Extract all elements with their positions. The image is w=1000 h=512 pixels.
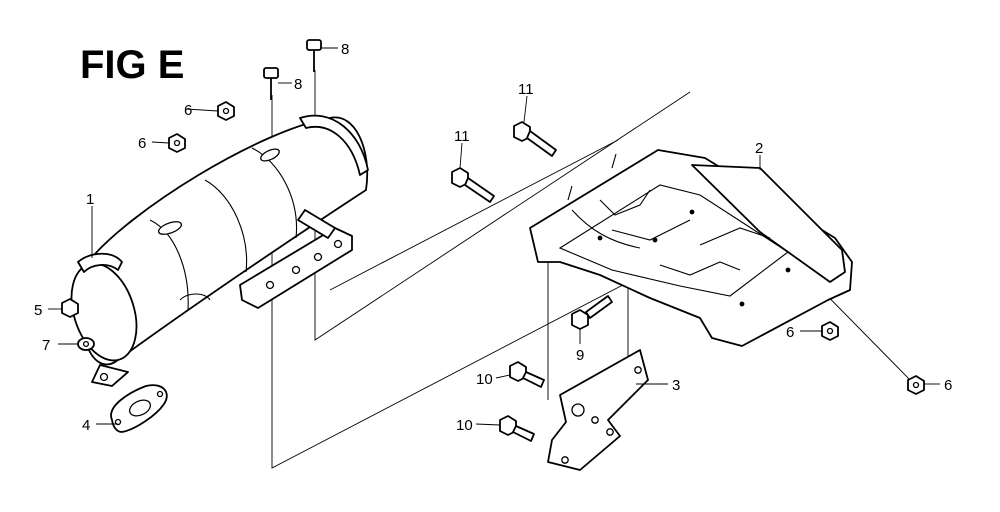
bolt-9 bbox=[571, 295, 613, 330]
callout-labels: 1 2 3 4 5 6 6 6 6 7 8 8 9 10 10 11 11 bbox=[34, 41, 952, 434]
nut-6-far-right bbox=[907, 375, 925, 395]
callout-6-c: 6 bbox=[786, 324, 794, 341]
callout-1: 1 bbox=[86, 191, 94, 208]
figure-title: FIG E bbox=[80, 43, 184, 87]
callout-10-a: 10 bbox=[476, 371, 493, 388]
callout-leaders bbox=[48, 47, 940, 426]
callout-7: 7 bbox=[42, 337, 50, 354]
callout-4: 4 bbox=[82, 417, 90, 434]
bolt-10-lower bbox=[499, 415, 535, 442]
callout-2: 2 bbox=[755, 140, 763, 157]
nut-6-right bbox=[821, 321, 839, 341]
callout-8-b: 8 bbox=[294, 76, 302, 93]
callout-6-b: 6 bbox=[138, 135, 146, 152]
muffler-gasket bbox=[110, 384, 168, 433]
callout-9: 9 bbox=[576, 347, 584, 364]
nut-6-upper bbox=[217, 101, 235, 121]
muffler-cover bbox=[529, 149, 853, 347]
callout-6-d: 6 bbox=[944, 377, 952, 394]
callout-10-b: 10 bbox=[456, 417, 473, 434]
bolt-11-upper bbox=[513, 121, 557, 157]
callout-5: 5 bbox=[34, 302, 42, 319]
callout-3: 3 bbox=[672, 377, 680, 394]
muffler-protector bbox=[70, 114, 369, 387]
bolt-8-lower bbox=[263, 67, 279, 100]
bolt-11-lower bbox=[451, 167, 495, 203]
nut-5 bbox=[61, 298, 79, 318]
nut-6-middle bbox=[168, 133, 186, 153]
mounting-bracket-plate bbox=[547, 349, 649, 471]
bolt-10-upper bbox=[509, 361, 545, 388]
callout-11-a: 11 bbox=[518, 81, 534, 98]
callout-6-a: 6 bbox=[184, 102, 192, 119]
washer-7 bbox=[77, 337, 95, 351]
bolt-8-upper bbox=[306, 39, 322, 72]
callout-11-b: 11 bbox=[454, 128, 470, 145]
callout-8-a: 8 bbox=[341, 41, 349, 58]
